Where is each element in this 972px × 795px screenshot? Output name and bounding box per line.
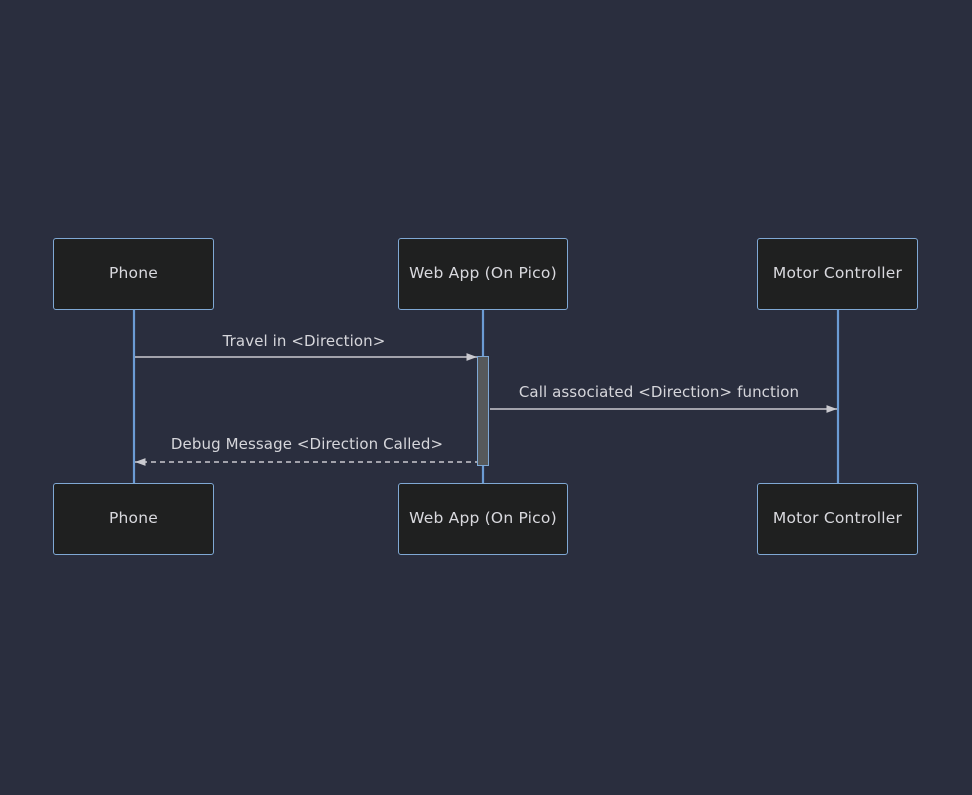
participant-label-webapp-top: Web App (On Pico) [409, 264, 557, 283]
participant-label-motor-bottom: Motor Controller [772, 509, 903, 528]
message-label-debug: Debug Message <Direction Called> [170, 435, 444, 453]
participant-box-webapp-bottom[interactable]: Web App (On Pico) [398, 483, 568, 555]
message-label-call-function: Call associated <Direction> function [518, 383, 800, 401]
participant-box-phone-bottom[interactable]: Phone [53, 483, 214, 555]
participant-label-phone-bottom: Phone [108, 509, 158, 528]
messages-group [135, 353, 837, 466]
participant-label-motor-top: Motor Controller [772, 264, 903, 283]
participant-label-phone-top: Phone [108, 264, 158, 283]
message-label-travel: Travel in <Direction> [222, 332, 386, 350]
participant-box-webapp-top[interactable]: Web App (On Pico) [398, 238, 568, 310]
participant-box-phone-top[interactable]: Phone [53, 238, 214, 310]
participant-label-webapp-bottom: Web App (On Pico) [409, 509, 557, 528]
activation-bar-webapp [477, 356, 489, 466]
participant-box-motor-top[interactable]: Motor Controller [757, 238, 918, 310]
participant-box-motor-bottom[interactable]: Motor Controller [757, 483, 918, 555]
